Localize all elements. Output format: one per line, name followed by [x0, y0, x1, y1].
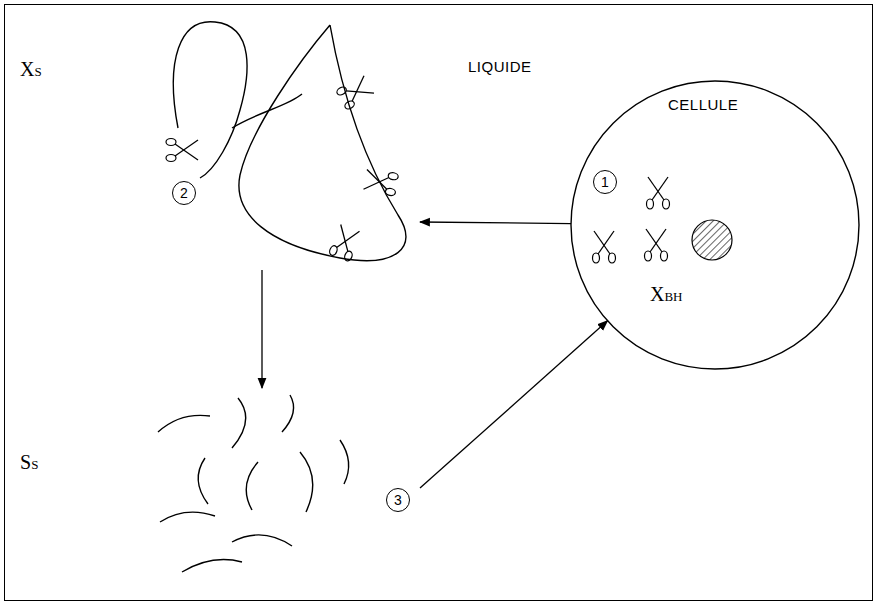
scissors-symbol — [363, 168, 399, 196]
polymer-strand — [173, 22, 247, 178]
fragment — [160, 512, 215, 522]
fragment — [340, 440, 349, 484]
fragment — [182, 560, 242, 572]
fragment — [232, 398, 246, 448]
cell-membrane — [571, 81, 859, 369]
fragment — [282, 395, 294, 432]
fragment — [300, 452, 313, 512]
fragment — [158, 415, 210, 432]
scissors-symbol — [328, 224, 361, 262]
scissors-symbol — [166, 139, 198, 162]
callout-number: 2 — [172, 181, 196, 205]
substrate-symbol: SS — [20, 451, 38, 474]
scissors-symbol — [647, 177, 670, 209]
cell-outline — [570, 80, 860, 370]
polymer-strand — [239, 25, 406, 261]
callout-number: 1 — [593, 170, 617, 194]
nucleus — [692, 220, 732, 260]
polymer-group: XS — [15, 15, 420, 270]
fragment — [232, 535, 292, 546]
callout-number: 3 — [386, 488, 410, 512]
polymer-strand — [232, 94, 302, 128]
polymer-chain — [173, 22, 406, 261]
scissors-symbol — [593, 231, 616, 263]
substrate-symbol: XS — [20, 58, 42, 81]
cell-circle: CELLULE XBH — [570, 80, 860, 370]
fragment — [198, 458, 208, 504]
region-label: LIQUIDE — [468, 58, 532, 75]
fragment — [246, 462, 258, 510]
biomass-symbol: XBH — [650, 283, 683, 306]
scissors-symbol — [336, 75, 375, 111]
cell-label: CELLULE — [668, 96, 738, 113]
flow-arrow — [261, 270, 262, 388]
scissors-symbol — [645, 229, 668, 261]
frame-border — [5, 5, 873, 601]
fragments — [158, 395, 349, 572]
flow-arrow — [420, 222, 571, 224]
fragment-group: SS — [15, 388, 420, 595]
flow-arrow — [420, 321, 608, 488]
